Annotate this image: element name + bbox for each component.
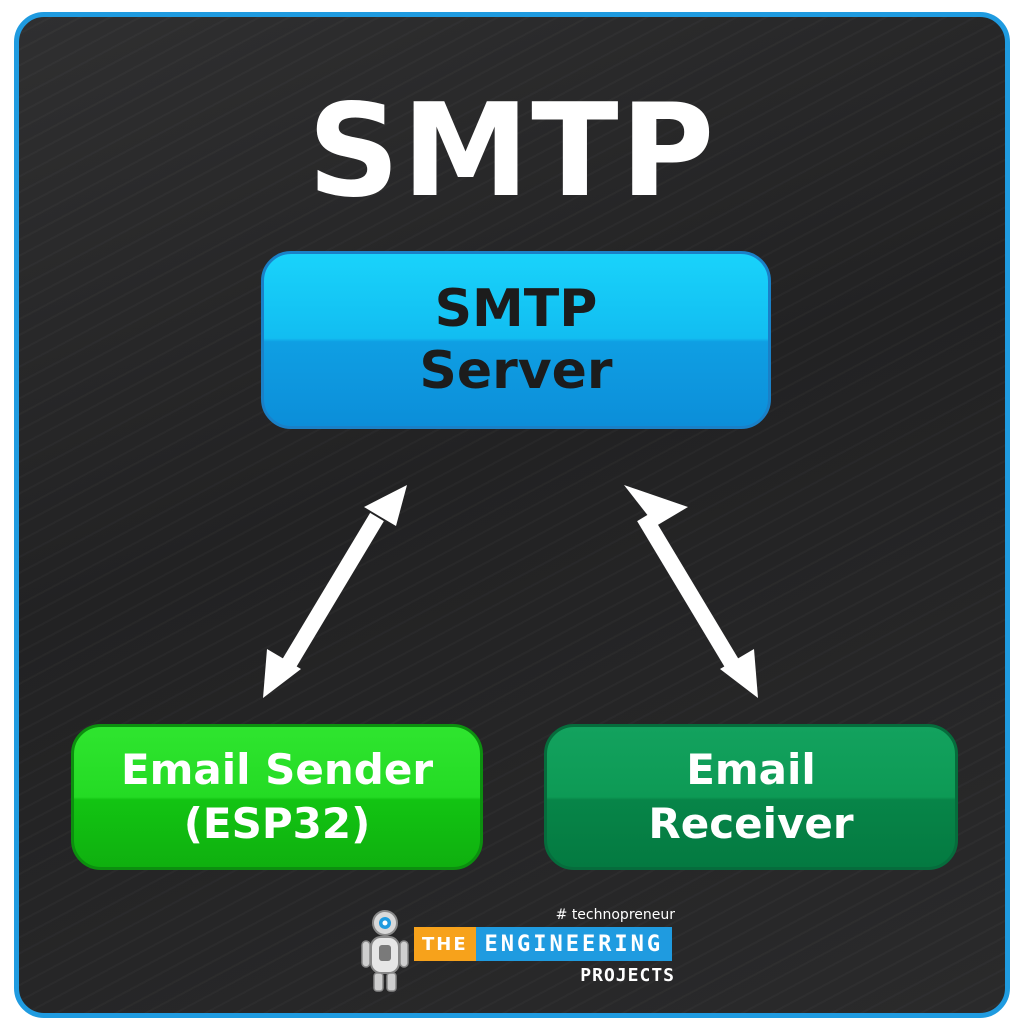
logo-word-projects: PROJECTS	[580, 965, 675, 986]
email-sender-label-line2: (ESP32)	[183, 799, 371, 848]
arrow-head-up-right	[624, 485, 688, 526]
smtp-server-label-line1: SMTP	[434, 279, 598, 339]
logo-word-engineering: ENGINEERING	[475, 927, 672, 961]
arrow-head-down-left	[263, 649, 301, 698]
email-sender-label-line1: Email Sender	[120, 745, 434, 794]
robot-mascot-icon	[361, 910, 409, 992]
email-receiver-label-line1: Email	[686, 745, 816, 794]
arrow-head-up-left	[364, 485, 407, 526]
email-receiver-label-line2: Receiver	[648, 799, 854, 848]
diagram-frame: SMTP SMTP Server Email Sender (ESP32) Em…	[14, 12, 1010, 1018]
arrow-sender-server	[263, 485, 407, 698]
arrow-receiver-server	[624, 485, 758, 698]
arrows-layer	[263, 485, 758, 698]
email-sender-node: Email Sender (ESP32)	[71, 724, 483, 870]
arrow-head-down-right	[720, 649, 758, 698]
logo-tagline: # technopreneur	[555, 907, 675, 923]
logo-band: THE ENGINEERING	[414, 927, 672, 961]
diagram-title: SMTP	[307, 77, 717, 226]
smtp-server-label-line2: Server	[419, 341, 613, 401]
logo-word-the: THE	[414, 927, 476, 961]
email-receiver-node: Email Receiver	[544, 724, 958, 870]
smtp-server-node: SMTP Server	[261, 251, 771, 429]
engineering-projects-logo: # technopreneur THE ENGINEERING PROJECTS	[357, 907, 687, 997]
